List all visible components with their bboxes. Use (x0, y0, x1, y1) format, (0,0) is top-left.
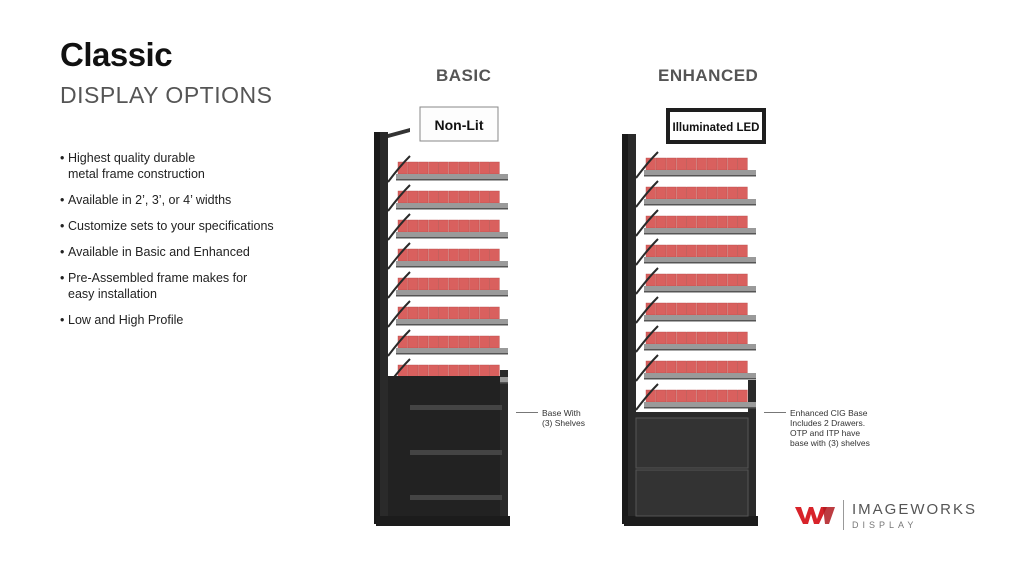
logo-separator (843, 500, 844, 530)
basic-display-unit: Non-Lit (374, 106, 510, 526)
shelf-row (635, 180, 756, 208)
list-item: •Pre-Assembled frame makes for easy inst… (60, 271, 248, 301)
enhanced-display-unit: Illuminated LED (622, 108, 766, 526)
basic-base (388, 376, 502, 516)
enhanced-callout-line (764, 412, 786, 413)
w-logo-icon (795, 507, 835, 524)
enhanced-sign: Illuminated LED (666, 108, 766, 144)
list-item: •Customize sets to your specifications (60, 219, 274, 233)
basic-sign-label: Non-Lit (435, 117, 484, 133)
enhanced-drawer (635, 469, 749, 517)
feature-list: •Highest quality durable metal frame con… (60, 150, 320, 338)
enhanced-sign-label: Illuminated LED (673, 122, 760, 134)
shelf-row (635, 296, 756, 324)
list-item: •Low and High Profile (60, 313, 184, 327)
enhanced-base (635, 412, 749, 517)
shelf-row (387, 184, 508, 212)
shelf-row (635, 209, 756, 237)
basic-frame (374, 128, 510, 526)
shelf-row (387, 329, 508, 357)
list-item: •Available in 2’, 3’, or 4’ widths (60, 193, 232, 207)
shelf-row (635, 354, 756, 382)
basic-heading: BASIC (436, 66, 492, 85)
logo-tagline: DISPLAY (852, 519, 918, 530)
enhanced-heading: ENHANCED (658, 66, 759, 85)
shelf-row (387, 213, 508, 241)
basic-sign: Non-Lit (419, 106, 499, 142)
enhanced-callout: Enhanced CIG Base Includes 2 Drawers. OT… (790, 408, 870, 448)
shelf-row (387, 155, 508, 183)
page-title: Classic (60, 36, 173, 73)
shelf-row (387, 300, 508, 328)
basic-callout: Base With (3) Shelves (542, 408, 585, 428)
enhanced-drawer (635, 417, 749, 469)
list-item: •Available in Basic and Enhanced (60, 245, 250, 259)
basic-callout-line (516, 412, 538, 413)
shelf-row (635, 383, 756, 411)
shelf-row (635, 267, 756, 295)
shelf-row (635, 325, 756, 353)
shelf-row (635, 238, 756, 266)
basic-shelves (387, 155, 508, 386)
enhanced-frame (622, 134, 758, 526)
list-item: •Highest quality durable metal frame con… (60, 151, 205, 181)
shelf-row (635, 151, 756, 179)
shelf-row (387, 271, 508, 299)
page-subtitle: DISPLAY OPTIONS (60, 82, 273, 108)
shelf-row (387, 242, 508, 270)
enhanced-shelves (635, 151, 756, 411)
logo-name: IMAGEWORKS (852, 500, 978, 518)
imageworks-logo: IMAGEWORKS DISPLAY (795, 500, 977, 530)
